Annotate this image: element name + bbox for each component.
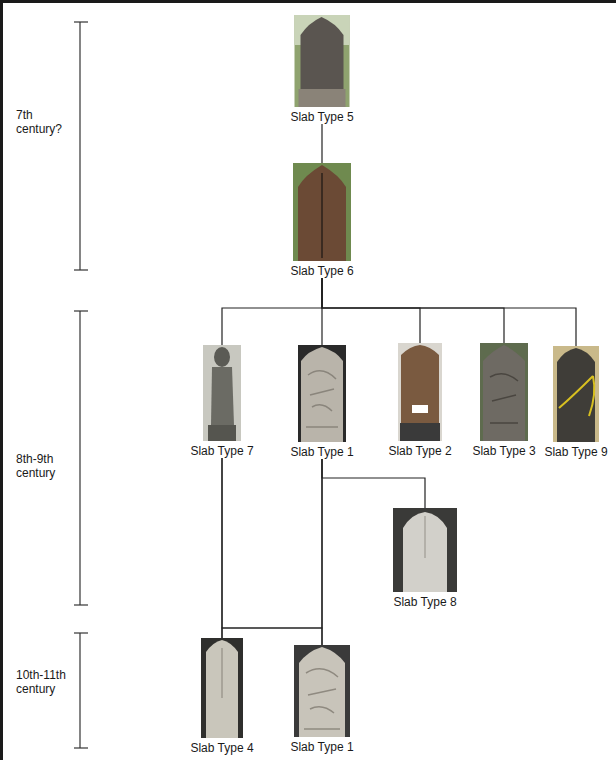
era-label: 7th century? — [16, 108, 72, 136]
slab-node: Slab Type 1 — [288, 645, 356, 754]
connector-line — [322, 278, 420, 343]
connector-line — [322, 278, 504, 343]
slab-caption: Slab Type 2 — [386, 444, 454, 458]
slab-caption: Slab Type 1 — [288, 740, 356, 754]
connector-line — [321, 459, 322, 645]
slab-node: Slab Type 3 — [470, 343, 538, 458]
slab-node: Slab Type 4 — [188, 638, 256, 755]
slab-node: Slab Type 7 — [188, 345, 256, 458]
connector-line — [222, 458, 322, 645]
slab-caption: Slab Type 4 — [188, 741, 256, 755]
slab-caption: Slab Type 3 — [470, 444, 538, 458]
slab-node: Slab Type 9 — [542, 346, 610, 459]
slab-node: Slab Type 6 — [288, 163, 356, 278]
era-label: 8th-9th century — [16, 452, 74, 480]
era-label: 10th-11th century — [16, 668, 80, 696]
slab-caption: Slab Type 8 — [391, 595, 459, 609]
connector-line — [322, 278, 576, 346]
slab-caption: Slab Type 5 — [288, 110, 356, 124]
connector-line — [322, 459, 425, 508]
slab-node: Slab Type 5 — [288, 15, 356, 124]
connector-line — [222, 459, 322, 638]
connector-line — [321, 124, 322, 163]
slab-node: Slab Type 8 — [391, 508, 459, 609]
slab-node: Slab Type 2 — [386, 343, 454, 458]
slab-caption: Slab Type 9 — [542, 445, 610, 459]
slab-caption: Slab Type 1 — [288, 445, 356, 459]
connector-line — [222, 278, 322, 345]
slab-node: Slab Type 1 — [288, 345, 356, 459]
slab-caption: Slab Type 7 — [188, 444, 256, 458]
slab-caption: Slab Type 6 — [288, 264, 356, 278]
